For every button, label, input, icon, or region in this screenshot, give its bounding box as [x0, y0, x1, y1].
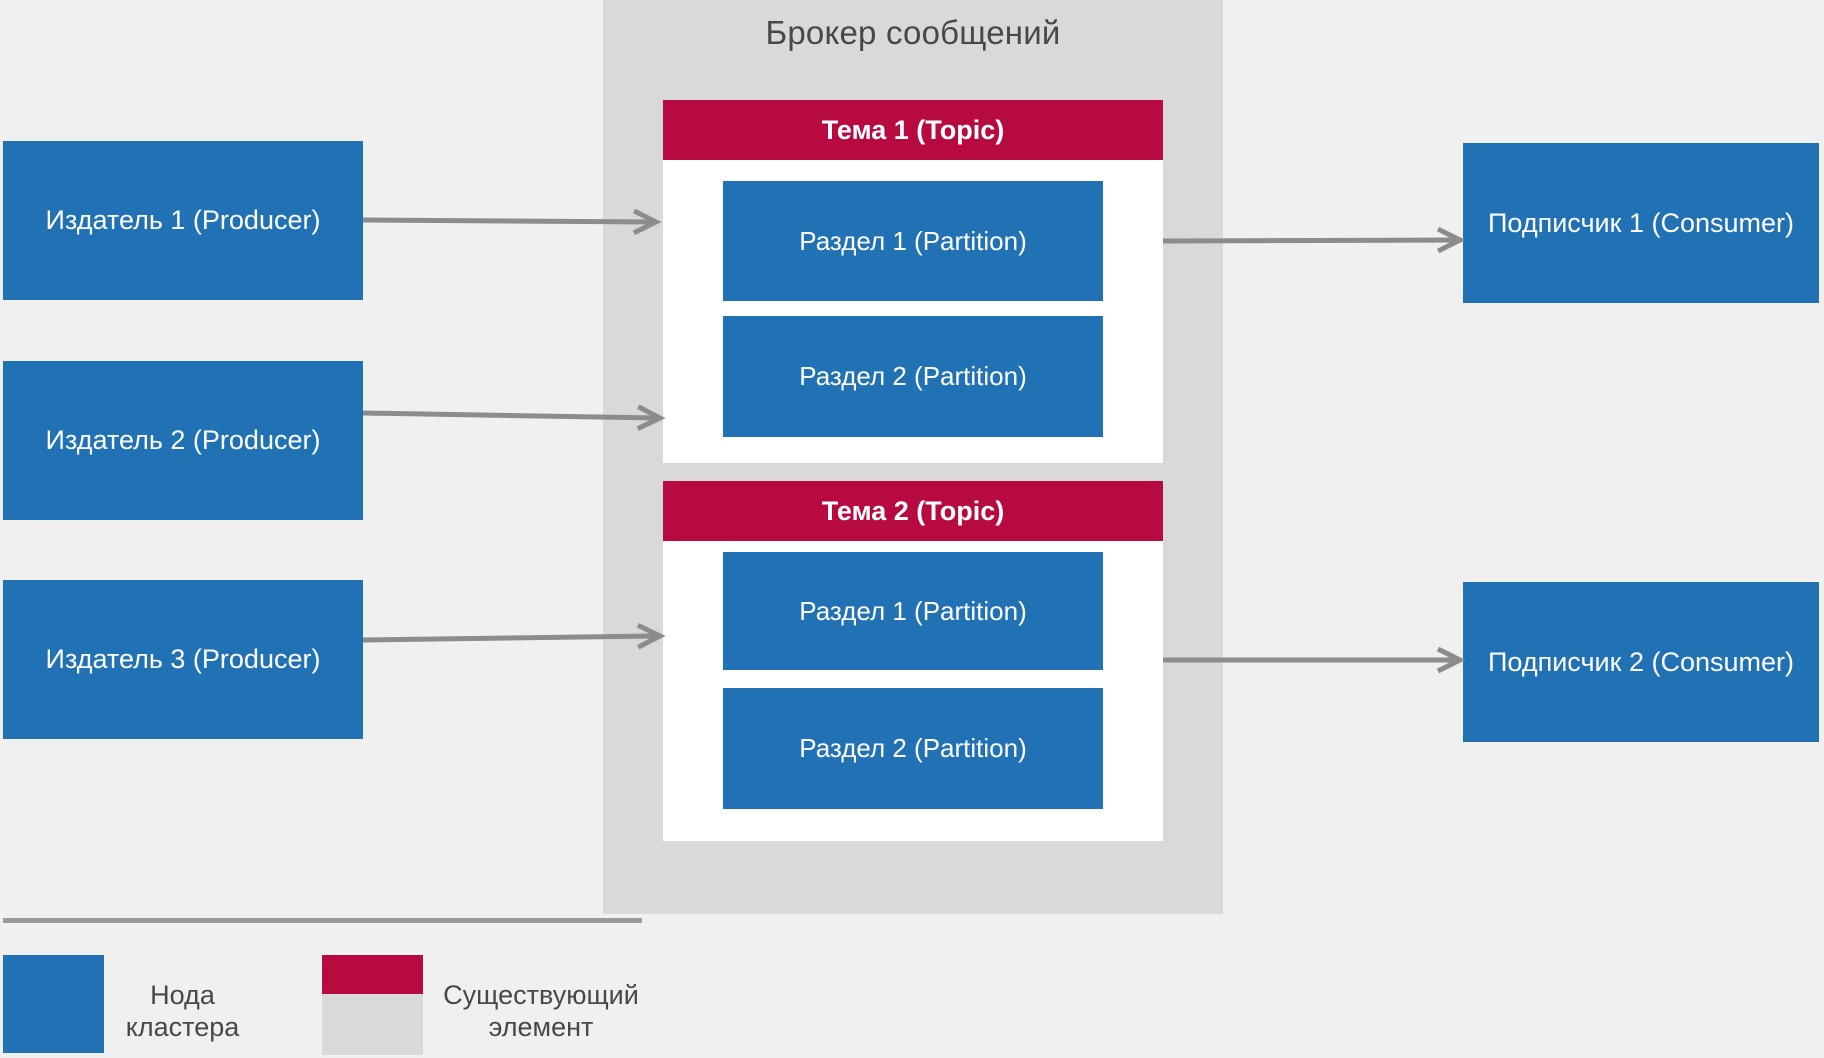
topic-1-label: Тема 1 (Topic): [821, 114, 1005, 145]
legend-swatch-existing-gray-part: [322, 994, 423, 1055]
legend-swatch-existing-element: [322, 955, 423, 1055]
legend-swatch-cluster-node: [3, 955, 104, 1053]
legend-swatch-existing-red-part: [322, 955, 423, 994]
topic-1-partition-1-label: Раздел 1 (Partition): [799, 225, 1027, 256]
legend-label-cluster-node: Нода кластера: [104, 979, 261, 1043]
legend-label-cluster-node-line1: Нода: [150, 980, 215, 1010]
legend-label-existing-element: Существующий элемент: [425, 979, 657, 1043]
producer-2-label: Издатель 2 (Producer): [45, 425, 321, 455]
consumer-2-label: Подписчик 2 (Consumer): [1488, 646, 1794, 677]
topic-2-partition-2-label: Раздел 2 (Partition): [799, 733, 1027, 763]
broker-title: Брокер сообщений: [765, 14, 1061, 51]
topic-1-partition-2-label: Раздел 2 (Partition): [799, 361, 1027, 391]
topic-2-partition-2: Раздел 2 (Partition): [723, 688, 1103, 809]
consumer-1-label: Подписчик 1 (Consumer): [1488, 207, 1794, 238]
producer-3-label: Издатель 3 (Producer): [45, 644, 321, 674]
topic-2-partition-1-label: Раздел 1 (Partition): [799, 595, 1027, 626]
legend-divider-line: [3, 918, 642, 923]
consumer-1-box: Подписчик 1 (Consumer): [1463, 143, 1819, 303]
topic-1-partition-2: Раздел 2 (Partition): [723, 316, 1103, 437]
topic-2-label: Тема 2 (Topic): [821, 495, 1005, 526]
topic-2-partition-1: Раздел 1 (Partition): [723, 552, 1103, 670]
topic-2-header: Тема 2 (Topic): [663, 481, 1163, 541]
topic-1-box: Тема 1 (Topic) Раздел 1 (Partition) Разд…: [663, 100, 1163, 463]
topic-1-header: Тема 1 (Topic): [663, 100, 1163, 160]
producer-3-box: Издатель 3 (Producer): [3, 580, 363, 739]
consumer-2-box: Подписчик 2 (Consumer): [1463, 582, 1819, 742]
topic-1-partition-1: Раздел 1 (Partition): [723, 181, 1103, 301]
producer-2-box: Издатель 2 (Producer): [3, 361, 363, 520]
producer-1-box: Издатель 1 (Producer): [3, 141, 363, 300]
topic-2-box: Тема 2 (Topic) Раздел 1 (Partition) Разд…: [663, 481, 1163, 841]
legend-label-existing-element-line2: элемент: [488, 1012, 594, 1042]
producer-1-label: Издатель 1 (Producer): [45, 205, 321, 235]
legend-label-existing-element-line1: Существующий: [443, 980, 639, 1010]
legend-label-cluster-node-line2: кластера: [125, 1012, 240, 1042]
